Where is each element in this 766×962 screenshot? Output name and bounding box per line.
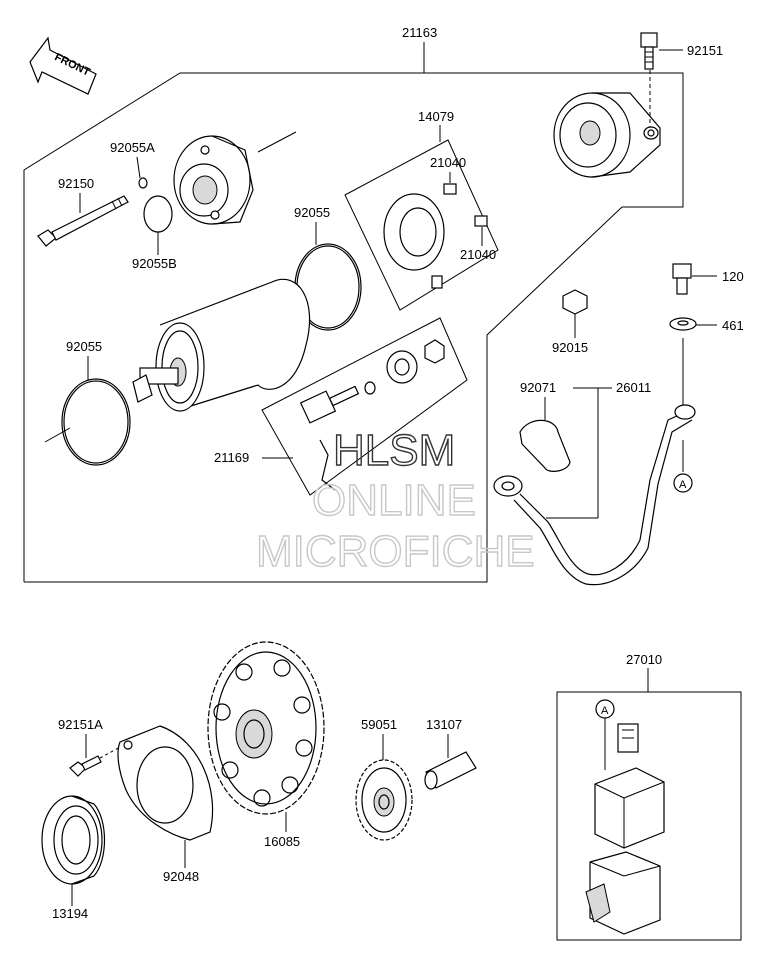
- label-92151A: 92151A: [58, 717, 103, 732]
- starter-relay: [594, 723, 665, 849]
- label-461: 461: [722, 318, 744, 333]
- axis-line-lower: [44, 427, 71, 443]
- watermark-line1: HLSM: [333, 426, 455, 475]
- o-ring-92055-left: [61, 378, 131, 466]
- o-ring-92055B: [143, 195, 173, 233]
- starter-front-cover: [173, 135, 254, 225]
- washer-461: [669, 317, 697, 331]
- label-13107: 13107: [426, 717, 462, 732]
- brush-holder-plate: [383, 193, 445, 289]
- terminal-kit-box-21169: [261, 317, 468, 496]
- label-92071: 92071: [520, 380, 556, 395]
- label-92055A: 92055A: [110, 140, 155, 155]
- brush-holder-box-14079: [344, 139, 499, 311]
- label-59051: 59051: [361, 717, 397, 732]
- brush-21040-a: [443, 183, 457, 195]
- brush-21040-b: [474, 215, 488, 227]
- bolt-92151: [640, 32, 658, 70]
- label-26011: 26011: [616, 380, 651, 395]
- starter-cable-26011: [493, 404, 696, 586]
- label-21163: 21163: [402, 25, 437, 40]
- axis-line-upper: [257, 131, 297, 153]
- leader-92055A: [136, 156, 141, 179]
- label-92055-left: 92055: [66, 339, 102, 354]
- label-92055-upper: 92055: [294, 205, 330, 220]
- starter-assembly-outline: [23, 72, 684, 583]
- watermark-line2: ONLINE: [312, 476, 476, 525]
- bolt-92151A: [69, 755, 102, 777]
- clutch-holder-92048: [117, 725, 214, 841]
- one-way-clutch-13194: [41, 795, 106, 885]
- label-21169: 21169: [214, 450, 249, 465]
- label-92151: 92151: [687, 43, 723, 58]
- callout-a-cable-text: A: [679, 479, 687, 491]
- starter-end-cover: [553, 92, 661, 178]
- terminal-boot-92071: [519, 419, 571, 472]
- label-16085: 16085: [264, 834, 300, 849]
- front-direction-arrow: FRONT: [29, 36, 97, 95]
- terminal-bolt-assembly: [299, 339, 445, 491]
- o-ring-92055A: [138, 177, 148, 189]
- bolt-120: [672, 263, 692, 295]
- label-27010: 27010: [626, 652, 662, 667]
- long-bolt-92150: [37, 195, 129, 247]
- idle-gear-shaft-13107: [424, 751, 477, 790]
- label-92015: 92015: [552, 340, 588, 355]
- label-21040-b: 21040: [460, 247, 496, 262]
- label-21040-a: 21040: [430, 155, 466, 170]
- callout-a-cable: [673, 473, 693, 493]
- label-92048: 92048: [163, 869, 199, 884]
- starter-motor-yoke: [132, 278, 311, 412]
- label-13194: 13194: [52, 906, 88, 921]
- relay-box-27010: [556, 691, 742, 941]
- watermark: HLSM ONLINE MICROFICHE: [255, 425, 535, 576]
- relay-rubber-cover: [585, 851, 661, 935]
- label-14079: 14079: [418, 109, 454, 124]
- nut-92015: [562, 289, 588, 315]
- callout-a-relay-text: A: [601, 705, 609, 717]
- watermark-line3: MICROFICHE: [256, 527, 535, 576]
- idle-gear-59051: [355, 759, 413, 841]
- label-120: 120: [722, 269, 744, 284]
- starter-gear-16085: [207, 641, 325, 815]
- label-92055B: 92055B: [132, 256, 177, 271]
- label-92150: 92150: [58, 176, 94, 191]
